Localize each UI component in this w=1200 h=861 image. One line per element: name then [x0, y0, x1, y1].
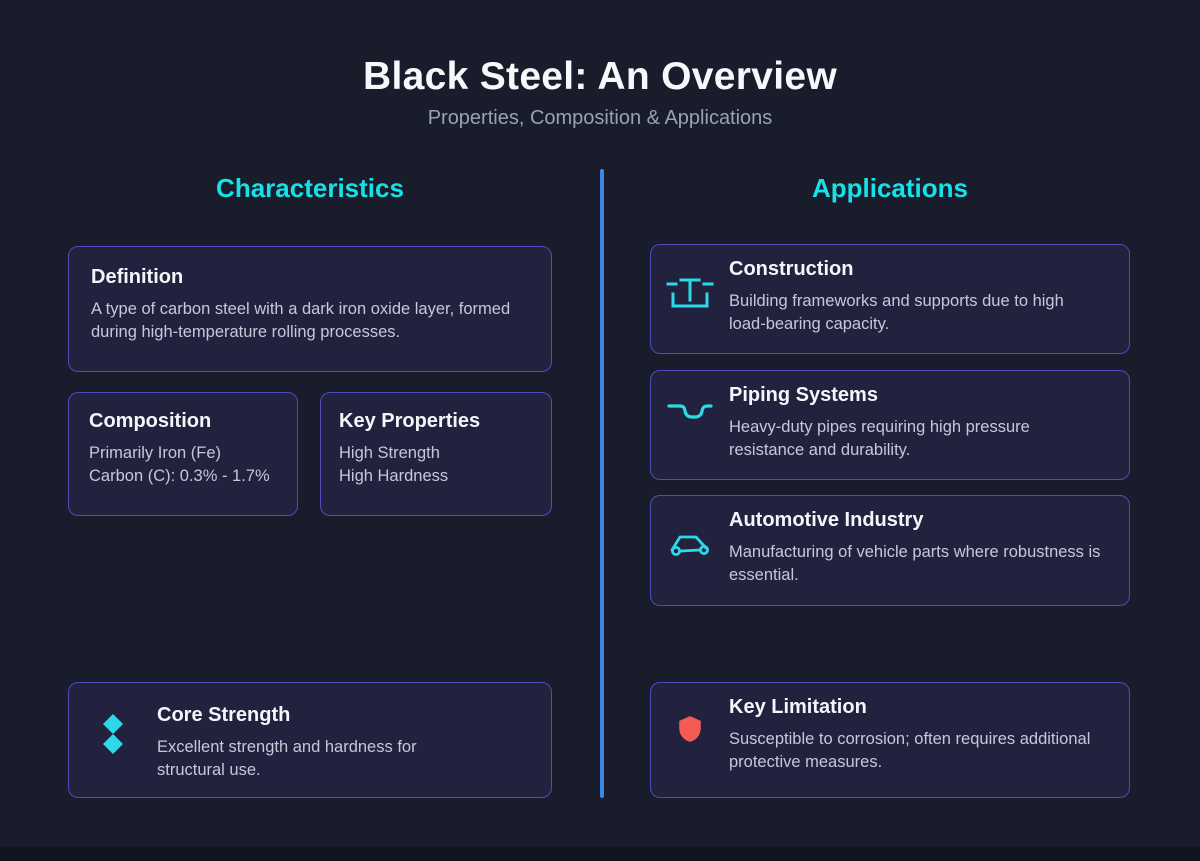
card-automotive-industry: Automotive Industry Manufacturing of veh… [650, 495, 1130, 606]
card-definition-body: A type of carbon steel with a dark iron … [91, 300, 511, 341]
card-core-strength-title: Core Strength [157, 704, 291, 726]
composition-line-2: Carbon (C): 0.3% - 1.7% [89, 467, 270, 485]
section-heading-characteristics: Characteristics [216, 173, 404, 203]
strength-diamonds-icon [69, 683, 157, 797]
card-key-limitation-title: Key Limitation [729, 696, 867, 718]
section-heading-applications: Applications [811, 173, 968, 203]
card-key-limitation-body: Susceptible to corrosion; often requires… [729, 730, 1091, 771]
card-definition: Definition A type of carbon steel with a… [68, 246, 552, 372]
card-construction-title: Construction [729, 258, 854, 280]
card-core-strength: Core Strength Excellent strength and har… [68, 682, 552, 798]
card-core-strength-body: Excellent strength and hardness for stru… [157, 738, 417, 779]
card-piping-systems-title: Piping Systems [729, 384, 878, 406]
card-construction-body: Building frameworks and supports due to … [729, 292, 1064, 333]
key-property-line-1: High Strength [339, 444, 440, 462]
card-piping-systems-body: Heavy-duty pipes requiring high pressure… [729, 418, 1030, 459]
card-key-properties-title: Key Properties [339, 410, 481, 432]
column-divider [600, 169, 604, 798]
card-composition-title: Composition [89, 410, 212, 432]
page-title: Black Steel: An Overview [363, 55, 837, 98]
card-composition: Composition Primarily Iron (Fe) Carbon (… [68, 392, 298, 516]
card-automotive-industry-title: Automotive Industry [729, 509, 924, 531]
card-key-properties: Key Properties High Strength High Hardne… [320, 392, 552, 516]
pipe-icon [651, 371, 729, 479]
card-piping-systems: Piping Systems Heavy-duty pipes requirin… [650, 370, 1130, 480]
key-property-line-2: High Hardness [339, 467, 449, 485]
car-icon [651, 496, 729, 605]
composition-line-1: Primarily Iron (Fe) [89, 444, 222, 462]
card-automotive-industry-body: Manufacturing of vehicle parts where rob… [729, 543, 1101, 584]
i-beam-icon [651, 245, 729, 353]
card-construction: Construction Building frameworks and sup… [650, 244, 1130, 354]
card-definition-title: Definition [91, 266, 184, 288]
footer-strip [0, 847, 1200, 861]
card-key-limitation: Key Limitation Susceptible to corrosion;… [650, 682, 1130, 798]
page-subtitle: Properties, Composition & Applications [427, 107, 773, 129]
shield-icon [651, 683, 729, 797]
